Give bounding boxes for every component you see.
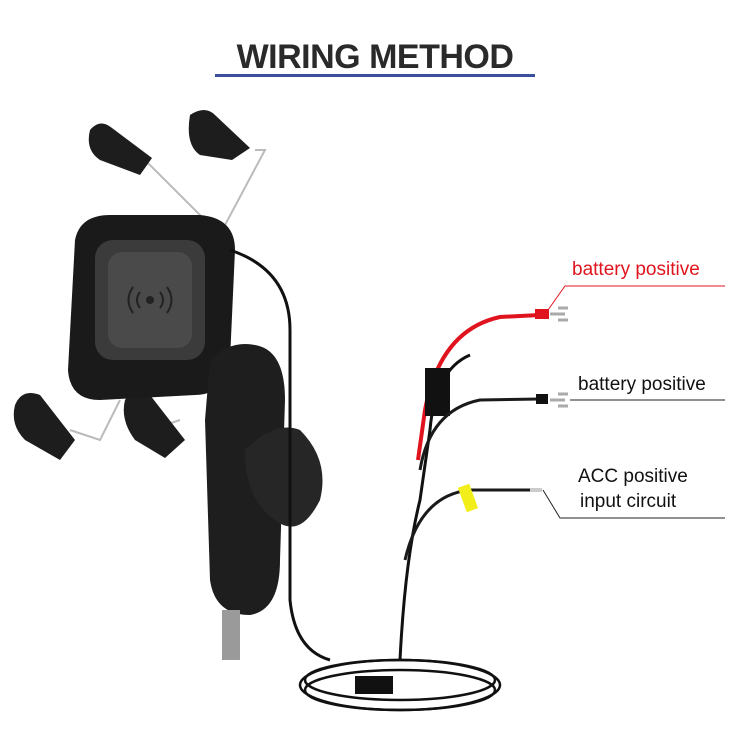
acc-tag	[457, 483, 479, 513]
fuse-holder	[425, 368, 450, 416]
label-acc-line2: input circuit	[580, 491, 677, 512]
black-wire	[418, 397, 541, 471]
claw-top-right	[188, 110, 250, 160]
cable-coil	[298, 658, 502, 712]
leader-red	[547, 285, 725, 311]
label-battery-positive-black: battery positive	[578, 374, 706, 395]
claw-bottom-left	[13, 392, 75, 460]
fork-terminal-red	[550, 306, 568, 322]
label-acc-line1: ACC positive	[578, 466, 688, 487]
claw-top-left	[88, 123, 152, 175]
leader-acc	[542, 489, 725, 519]
claw-bottom-right	[123, 391, 185, 458]
bolt	[222, 610, 240, 660]
mount-arm	[205, 344, 285, 615]
page-title: WIRING METHOD	[236, 38, 514, 76]
knob	[245, 427, 323, 527]
title-underline	[215, 74, 535, 77]
fork-terminal-black	[550, 392, 568, 408]
power-cable	[229, 248, 331, 662]
holder-claws	[13, 110, 250, 460]
label-battery-positive-red: battery positive	[572, 259, 700, 280]
wireless-charging-icon	[127, 286, 173, 314]
